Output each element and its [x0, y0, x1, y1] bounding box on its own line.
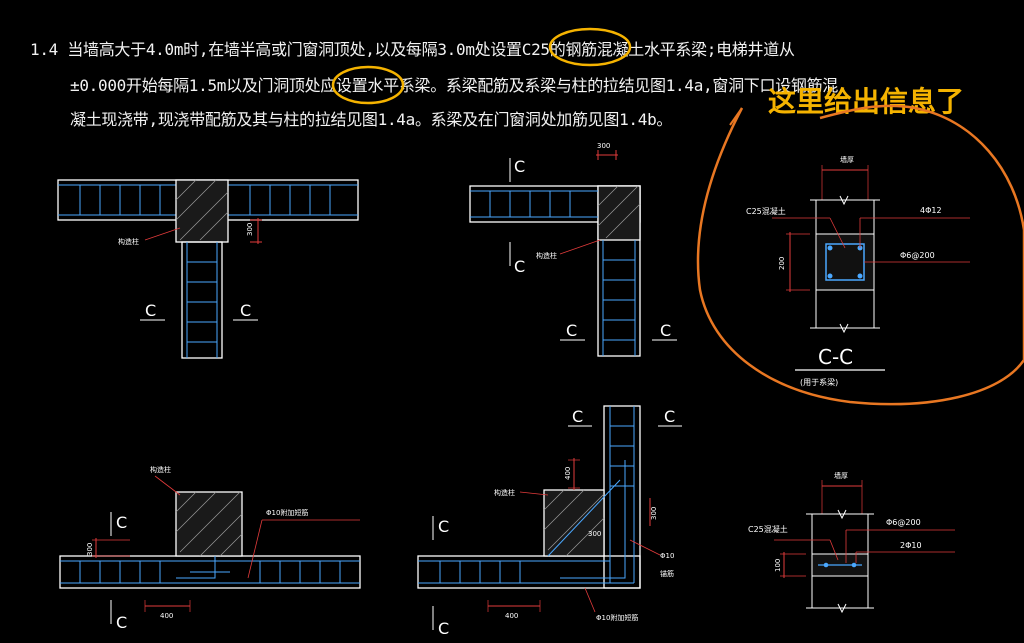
- section-mark-c: C: [664, 407, 675, 426]
- bar-2-10-label: 2Φ10: [900, 541, 922, 550]
- wall-thk-label: 墙厚: [840, 155, 854, 164]
- note-line-3: 凝土现浇带,现浇带配筋及其与柱的拉结见图1.4a。系梁及在门窗洞处加筋见图1.4…: [70, 110, 673, 129]
- wall-thk-label-2: 墙厚: [834, 471, 848, 480]
- section-mark-c: C: [572, 407, 583, 426]
- detail-l-corner-top: 300 构造柱 C C C C: [469, 142, 677, 357]
- highlight-oval-2: [331, 65, 405, 105]
- dim-400-label: 400: [505, 612, 518, 620]
- detail-section-cc: 墙厚 C25混凝土 4Φ12 Φ6@200 200 C-C (用于系梁): [746, 155, 970, 387]
- section-mark-c: C: [116, 513, 127, 532]
- add-bar-label-1: Φ10附加短筋: [266, 508, 308, 517]
- section-mark-c: C: [660, 321, 671, 340]
- ctor-col-label-1: 构造柱: [118, 237, 139, 246]
- ctor-col-label-4: 构造柱: [494, 488, 515, 497]
- section-mark-c: C: [145, 301, 156, 320]
- note-line-1: 1.4 当墙高大于4.0m时,在墙半高或门窗洞顶处,以及每隔3.0m处设置C25…: [30, 40, 795, 59]
- dim-400-label: 400: [564, 467, 572, 480]
- section-mark-c: C: [116, 613, 127, 632]
- section-mark-c: C: [240, 301, 251, 320]
- ctor-col-label-2: 构造柱: [536, 251, 557, 260]
- section-title: C-C: [818, 345, 853, 369]
- dim-300-label: 300: [86, 543, 94, 556]
- add-bar-label-2: Φ10附加短筋: [596, 613, 638, 622]
- section-mark-c: C: [514, 157, 525, 176]
- phi10-label: Φ10: [660, 552, 674, 560]
- detail-bottom-t: 构造柱 Φ10附加短筋 300 400 C C: [59, 465, 361, 632]
- dim-200-label: 200: [778, 257, 786, 270]
- c25-label: C25混凝土: [746, 206, 786, 216]
- bar-4-12-label: 4Φ12: [920, 206, 942, 215]
- anchor-label: 锚筋: [660, 569, 674, 578]
- section-mark-c: C: [514, 257, 525, 276]
- detail-small-section: 墙厚 C25混凝土 Φ6@200 2Φ10 100: [748, 471, 955, 614]
- detail-bottom-l: 构造柱 Φ10 锚筋 Φ10附加短筋 400 300 300 400 C C C…: [417, 405, 682, 638]
- detail-t-junction: 300 构造柱 C C: [57, 179, 359, 359]
- section-mark-c: C: [438, 619, 449, 638]
- stirrup-label: Φ6@200: [900, 251, 935, 260]
- highlight-oval-1: [548, 27, 632, 67]
- dim-300-label: 300: [246, 223, 254, 236]
- section-mark-c: C: [438, 517, 449, 536]
- section-mark-c: C: [566, 321, 577, 340]
- note-line-2: ±0.000开始每隔1.5m以及门洞顶处应设置水平系梁。系梁配筋及系梁与柱的拉结…: [70, 76, 838, 95]
- stirrup-label-2: Φ6@200: [886, 518, 921, 527]
- ctor-col-label-3: 构造柱: [150, 465, 171, 474]
- dim-300-label: 300: [650, 507, 658, 520]
- annotation-cloud: [696, 104, 1024, 406]
- dim-100-label: 100: [774, 559, 782, 572]
- dim-300-label: 300: [588, 530, 601, 538]
- c25-label-2: C25混凝土: [748, 524, 788, 534]
- dim-300-label: 300: [597, 142, 610, 150]
- dim-400-label: 400: [160, 612, 173, 620]
- section-subtitle: (用于系梁): [800, 377, 838, 387]
